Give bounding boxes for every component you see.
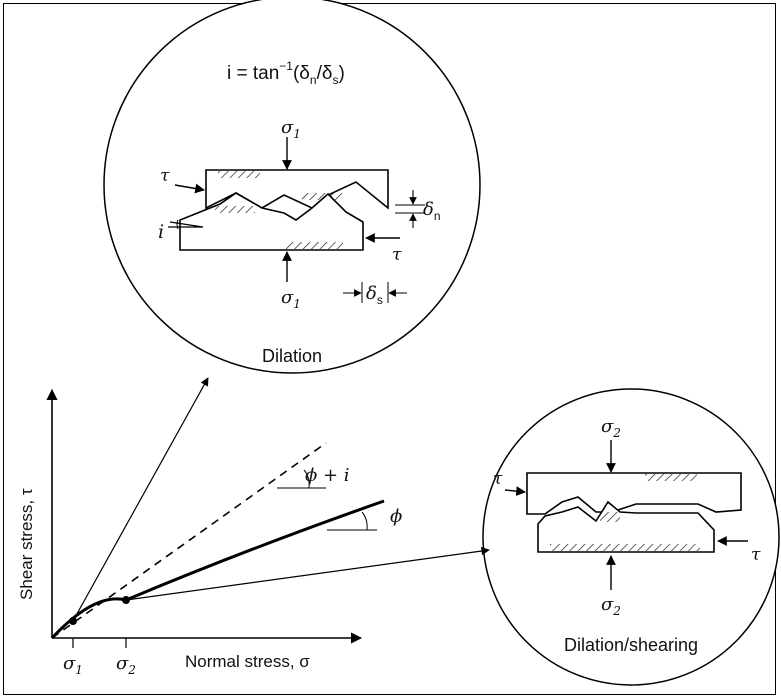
top-circle: i = tan−1(δn/δs) σ1 τ τ i δn σ1 bbox=[103, 0, 481, 374]
sigma1-bottom-label: σ1 bbox=[281, 287, 301, 311]
upper-hatch-1 bbox=[218, 171, 260, 178]
dashed-envelope-line bbox=[51, 442, 327, 639]
lower-block-2 bbox=[537, 500, 715, 553]
upper-hatch-3 bbox=[645, 474, 697, 481]
tau-left-label: τ bbox=[160, 166, 170, 186]
tau-right-2-label: τ bbox=[751, 545, 761, 565]
stress-graph: Shear stress, τ Normal stress, σ σ1 σ2 ϕ… bbox=[17, 377, 490, 677]
tau-right-label: τ bbox=[392, 245, 402, 265]
bottom-circle: σ2 τ τ σ2 Dilation/shearing bbox=[482, 388, 780, 686]
y-axis-label: Shear stress, τ bbox=[17, 488, 36, 600]
angle-i-icon bbox=[168, 221, 204, 228]
phi-plus-i-label: ϕ + i bbox=[305, 465, 350, 486]
x-tick-sigma1-label: σ1 bbox=[63, 653, 83, 677]
leader-to-dilation-shearing bbox=[125, 546, 490, 601]
middle-hatch bbox=[600, 512, 620, 522]
delta-s-label: δs bbox=[366, 283, 383, 307]
tau-left-arrow bbox=[174, 183, 205, 194]
phi-label: ϕ bbox=[390, 506, 402, 527]
dilation-shearing-caption: Dilation/shearing bbox=[564, 635, 698, 655]
solid-angle-arc bbox=[361, 511, 368, 531]
leader-to-dilation bbox=[72, 377, 209, 622]
x-axis-label: Normal stress, σ bbox=[185, 652, 310, 671]
tau-left-2-label: τ bbox=[493, 469, 503, 489]
angle-i-label: i bbox=[158, 221, 164, 243]
lower-hatch-2 bbox=[285, 242, 343, 249]
lower-hatch-3 bbox=[550, 544, 700, 551]
dashed-angle-arc bbox=[303, 469, 310, 489]
lower-hatch-1 bbox=[215, 206, 255, 213]
delta-n-label: δn bbox=[423, 199, 441, 223]
angle-i-arc bbox=[176, 219, 179, 230]
equation: i = tan−1(δn/δs) bbox=[227, 59, 345, 87]
failure-envelope-curve bbox=[50, 499, 385, 640]
sigma1-top-label: σ1 bbox=[281, 117, 301, 141]
sigma2-top-label: σ2 bbox=[601, 416, 621, 440]
dilation-caption: Dilation bbox=[262, 346, 322, 366]
x-tick-sigma2-label: σ2 bbox=[116, 653, 136, 677]
tau-left-2-arrow bbox=[504, 486, 526, 496]
upper-hatch-2 bbox=[302, 193, 342, 200]
figure-frame bbox=[3, 3, 776, 695]
sigma2-bottom-label: σ2 bbox=[601, 594, 621, 618]
